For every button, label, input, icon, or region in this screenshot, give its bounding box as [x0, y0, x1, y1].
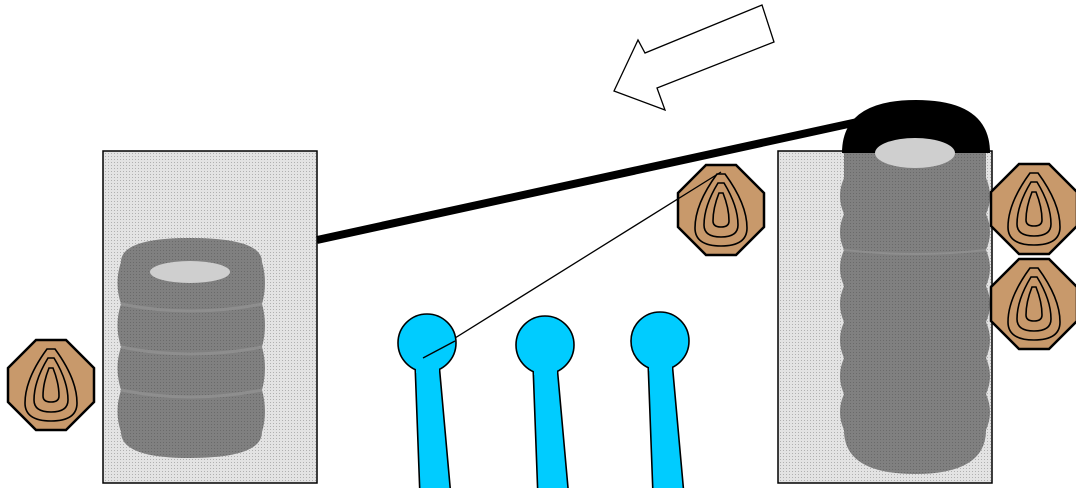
- activation-line: [422, 171, 722, 359]
- popper-1: [398, 314, 456, 488]
- barrier-line: [316, 117, 863, 244]
- black-tire: [842, 100, 990, 168]
- popper-2: [516, 316, 574, 488]
- barrel-stack-left: [117, 238, 265, 458]
- target-center-top: [676, 163, 766, 257]
- activation-line-end: [422, 340, 456, 359]
- hollow-arrow-left-icon: [613, 4, 775, 112]
- target-right-upper: [989, 162, 1076, 256]
- target-left: [6, 338, 96, 432]
- barrel-stack-right: [840, 152, 990, 474]
- target-right-lower: [989, 257, 1076, 351]
- popper-3: [631, 312, 689, 488]
